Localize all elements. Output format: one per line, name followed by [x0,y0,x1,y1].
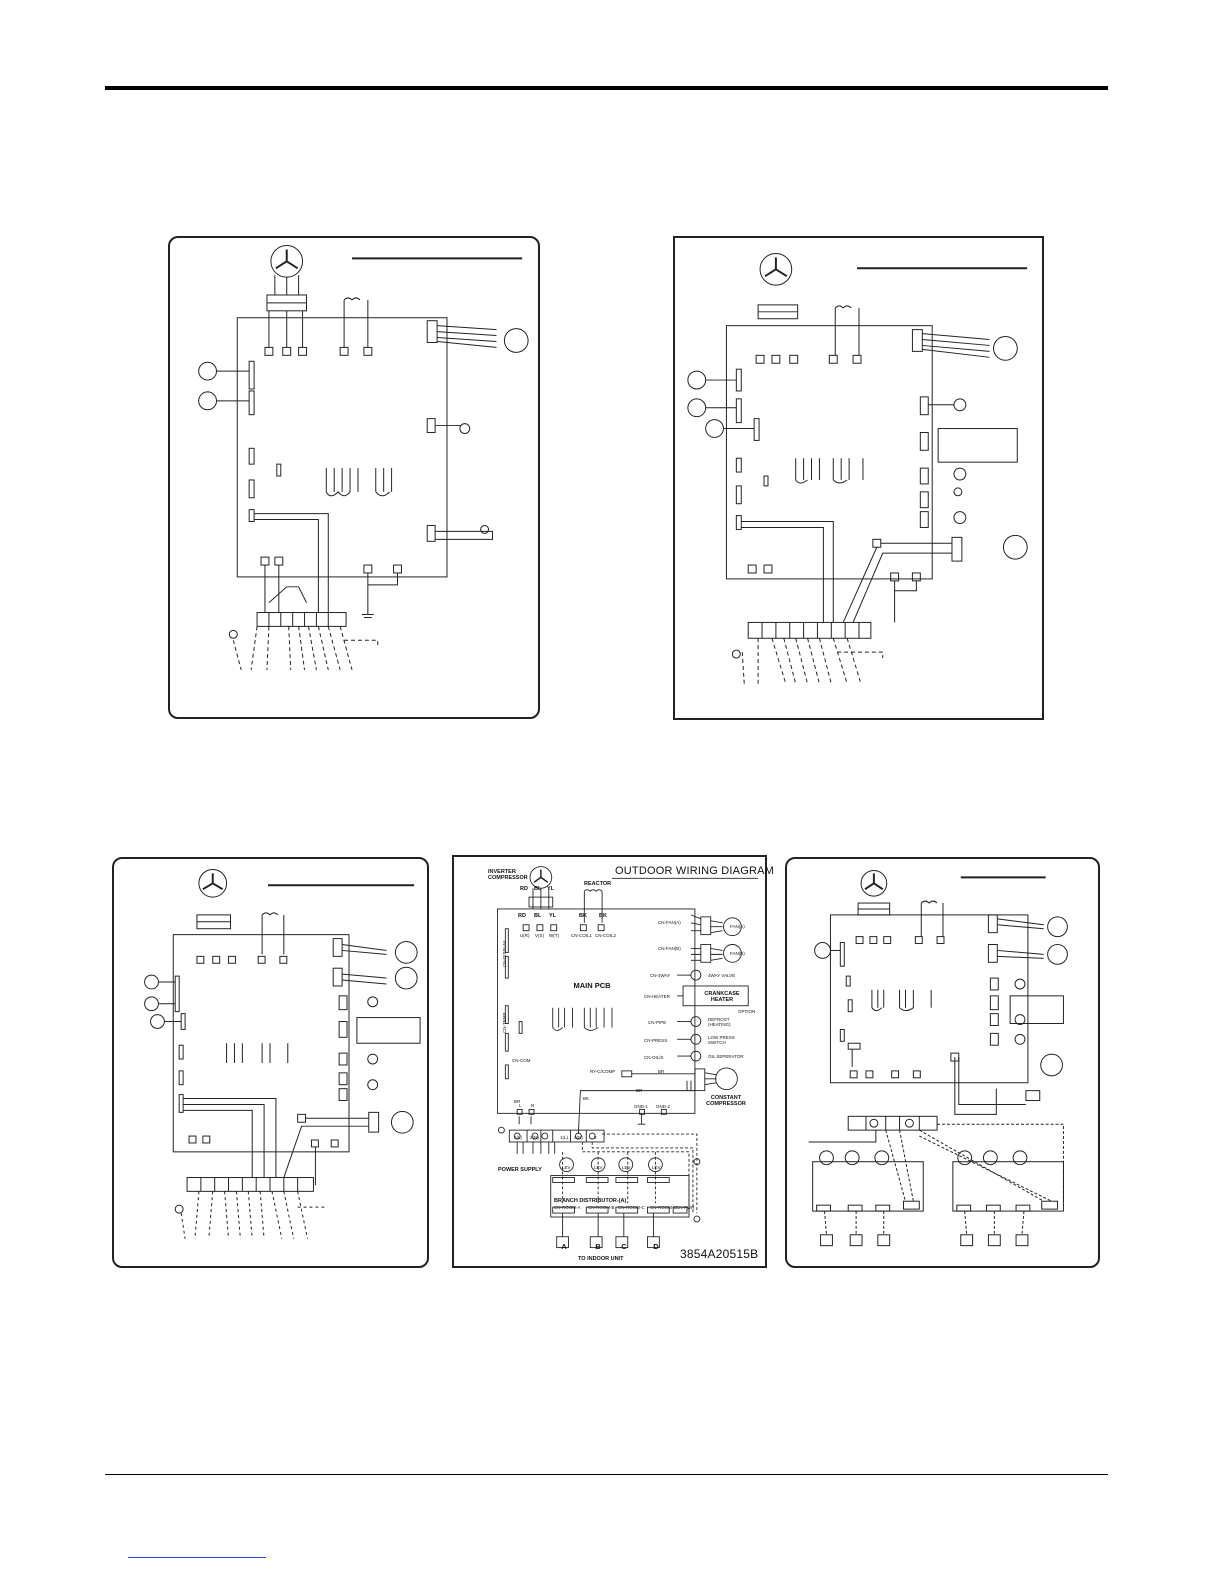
indoor-unit-a: A [561,1242,567,1251]
terminal-bk2: BK [599,913,607,919]
constant-compressor-icon [715,1067,738,1091]
terminal-w: W(T) [549,933,559,938]
relay-label: RY-C/COMP [590,1069,616,1074]
terminal-l: L [519,1103,522,1108]
indoor-unit-d: D [653,1242,659,1251]
connector-display: CN-DISPLAY [502,940,507,967]
wiring-diagram-2-drawing [687,252,1028,684]
low-press-switch-label: LOW PRESS SWITCH [708,1035,735,1045]
wire-yl: YL [547,886,555,892]
terminal-u: U(R) [520,933,530,938]
header-rule [105,86,1108,90]
compressor-motor-icon [759,252,793,286]
fan-b-label: FAN(B) [730,951,745,956]
lev-b-label: LEV [594,1165,603,1170]
wiring-diagram-1 [168,236,540,719]
main-pcb [236,317,448,578]
power-terminal-5: 3 [594,1135,597,1140]
fan-a-label: FAN(A) [730,924,745,929]
terminal-n: N [531,1103,535,1108]
diagram-title: OUTDOOR WIRING DIAGRAM [615,865,775,877]
lev-c-label: LEV [622,1165,631,1170]
connector-com: CN-COM [512,1058,531,1063]
connector-4way: CN-4WAY [650,973,671,978]
outdoor-wiring-diagram: OUTDOOR WIRING DIAGRAM INVERTER COMPRESS… [452,855,774,1268]
part-number: 3854A20515B [680,1247,759,1261]
power-terminal-3: 1(L) [560,1135,569,1140]
wiring-diagram-5 [785,857,1100,1268]
terminal-yl: YL [549,913,557,919]
wire-rd: RD [520,886,528,892]
reactor-label: REACTOR [584,881,612,887]
wire-br-3: BR [514,1099,521,1104]
connector-press: CN-PRESS [644,1038,668,1043]
gnd-2-label: GND-2 [656,1104,671,1109]
room-connector-a: CN-ROOM-A [554,1205,581,1210]
wiring-diagram-3 [112,857,429,1268]
wire-bk: BK [583,1096,590,1101]
wire-bl: BL [534,886,542,892]
power-terminal-2: 2(N) [530,1135,539,1140]
compressor-motor-icon [198,868,228,898]
connector-pipe: CN-PIPE [648,1020,667,1025]
room-connector-pwr: CN-PWR [676,1205,695,1210]
gnd-1-label: GND-1 [634,1104,649,1109]
main-pcb [829,914,1029,1084]
footer-rule [105,1474,1108,1475]
connector-heater: CN-HEATER [644,994,670,999]
wiring-diagram-5-drawing [808,869,1068,1247]
lev-a-label: LEV [562,1165,571,1170]
connector-temp: CN-TEMP [502,1012,507,1034]
power-terminal-4: 2(N) [574,1135,583,1140]
wiring-diagram-1-drawing [198,245,529,671]
footer-link-underline[interactable] [128,1557,266,1558]
option-label: OPTION [738,1009,756,1014]
defrost-label: DEFROST (HEATING) [708,1017,731,1027]
terminal-coil1: CN-COIL1 [571,933,593,938]
terminal-rd: RD [518,913,526,919]
room-connector-b: CN-ROOM-B [588,1205,615,1210]
fan-a-motor-icon [723,917,742,937]
indoor-unit-b: B [595,1242,601,1251]
power-supply-label: POWER SUPPLY [498,1167,542,1173]
terminal-coil2: CN-COIL2 [595,933,617,938]
terminal-bk1: BK [579,913,587,919]
terminal-bl: BL [534,913,542,919]
wire-br-1: BR [658,1069,665,1074]
lev-d-label: LEV [652,1165,661,1170]
wiring-diagram-2 [673,236,1044,720]
branch-distributor-label: BRANCH DISTRIBUTOR-(A) [554,1198,627,1204]
main-pcb [172,934,350,1153]
room-connector-d: CN-ROOM-D [650,1205,677,1210]
room-connector-c: CN-ROOM-C [618,1205,645,1210]
wiring-diagram-3-drawing [144,868,421,1239]
oil-separator-label: OIL SEPERATOR [708,1054,744,1059]
indoor-unit-c: C [621,1242,627,1251]
fan-b-motor-icon [723,944,742,963]
constant-compressor-label: CONSTANT COMPRESSOR [706,1095,746,1108]
reactor-coil-icon [343,297,361,301]
fan-motor-icon [993,336,1018,361]
main-pcb [725,325,933,580]
main-pcb-label: MAIN PCB [573,981,611,990]
inverter-compressor-label: INVERTER COMPRESSOR [488,869,528,882]
compressor-motor-icon [860,869,888,897]
to-indoor-unit-label: TO INDOOR UNIT [578,1256,624,1262]
terminal-v: V(S) [535,933,544,938]
power-terminal-1: 1(L) [514,1135,523,1140]
reactor-coil-icon [584,889,603,892]
crankcase-heater-label: CRANKCASE HEATER [704,991,740,1004]
fan-motor-icon [503,328,529,353]
connector-oil: CN-OIL/S [644,1055,664,1060]
connector-fan-b: CN-FAN(B) [658,946,681,951]
connector-fan-a: CN-FAN(A) [658,920,681,925]
main-pcb [496,908,696,1114]
wire-br-2: BR [636,1088,643,1093]
outdoor-wiring-diagram-drawing [496,866,759,1249]
4way-valve-icon [690,969,702,981]
four-way-valve-label: 4WAY VALVE [708,973,736,978]
